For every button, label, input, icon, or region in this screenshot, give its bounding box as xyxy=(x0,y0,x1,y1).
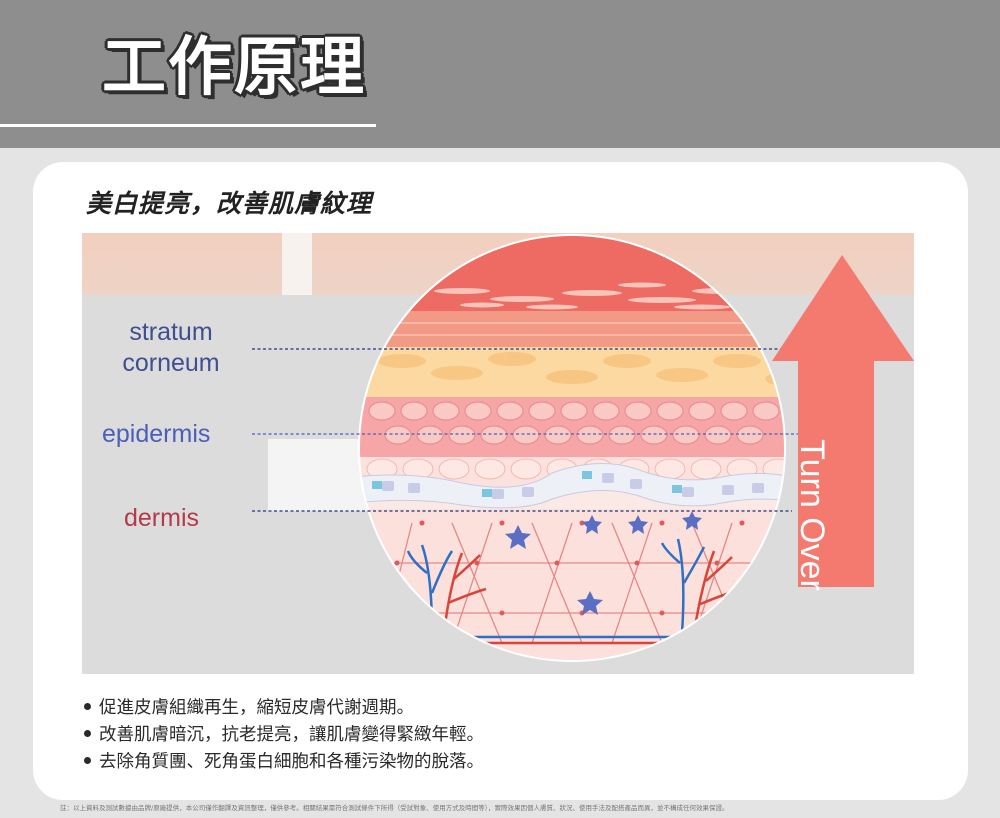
skin-layers-illustration xyxy=(82,233,914,674)
bullet-dot-icon xyxy=(84,703,91,710)
stratum-corneum-label-line1: stratum xyxy=(122,317,220,348)
disclaimer-footnote: 註：以上資料及測試數據由品牌/原廠提供，本公司僅作翻譯及資訊整理，僅供參考。相關… xyxy=(60,802,728,812)
bullet-dot-icon xyxy=(84,730,91,737)
benefit-list: 促進皮膚組織再生，縮短皮膚代謝週期。 改善肌膚暗沉，抗老提亮，讓肌膚變得緊緻年輕… xyxy=(84,695,484,776)
list-item-text: 改善肌膚暗沉，抗老提亮，讓肌膚變得緊緻年輕。 xyxy=(99,725,484,745)
list-item: 改善肌膚暗沉，抗老提亮，讓肌膚變得緊緻年輕。 xyxy=(84,722,484,749)
epidermis-label: epidermis xyxy=(102,419,210,450)
skin-diagram: stratum corneum epidermis dermis Turn Ov… xyxy=(82,233,914,674)
stratum-corneum-label: stratum corneum xyxy=(122,317,220,379)
stratum-corneum-label-line2: corneum xyxy=(122,348,220,379)
section-subtitle: 美白提亮，改善肌膚紋理 xyxy=(86,184,372,220)
list-item: 去除角質團、死角蛋白細胞和各種污染物的脫落。 xyxy=(84,749,484,776)
bullet-dot-icon xyxy=(84,757,91,764)
strap xyxy=(282,233,312,295)
list-item-text: 促進皮膚組織再生，縮短皮膚代謝週期。 xyxy=(99,698,414,718)
list-item-text: 去除角質團、死角蛋白細胞和各種污染物的脫落。 xyxy=(99,752,484,772)
list-item: 促進皮膚組織再生，縮短皮膚代謝週期。 xyxy=(84,695,484,722)
header-banner: 工作原理 xyxy=(0,0,1000,148)
turn-over-text: Turn Over xyxy=(792,415,832,615)
dermis-label: dermis xyxy=(124,503,199,534)
page-title: 工作原理 xyxy=(102,36,366,100)
title-underline xyxy=(0,124,376,127)
